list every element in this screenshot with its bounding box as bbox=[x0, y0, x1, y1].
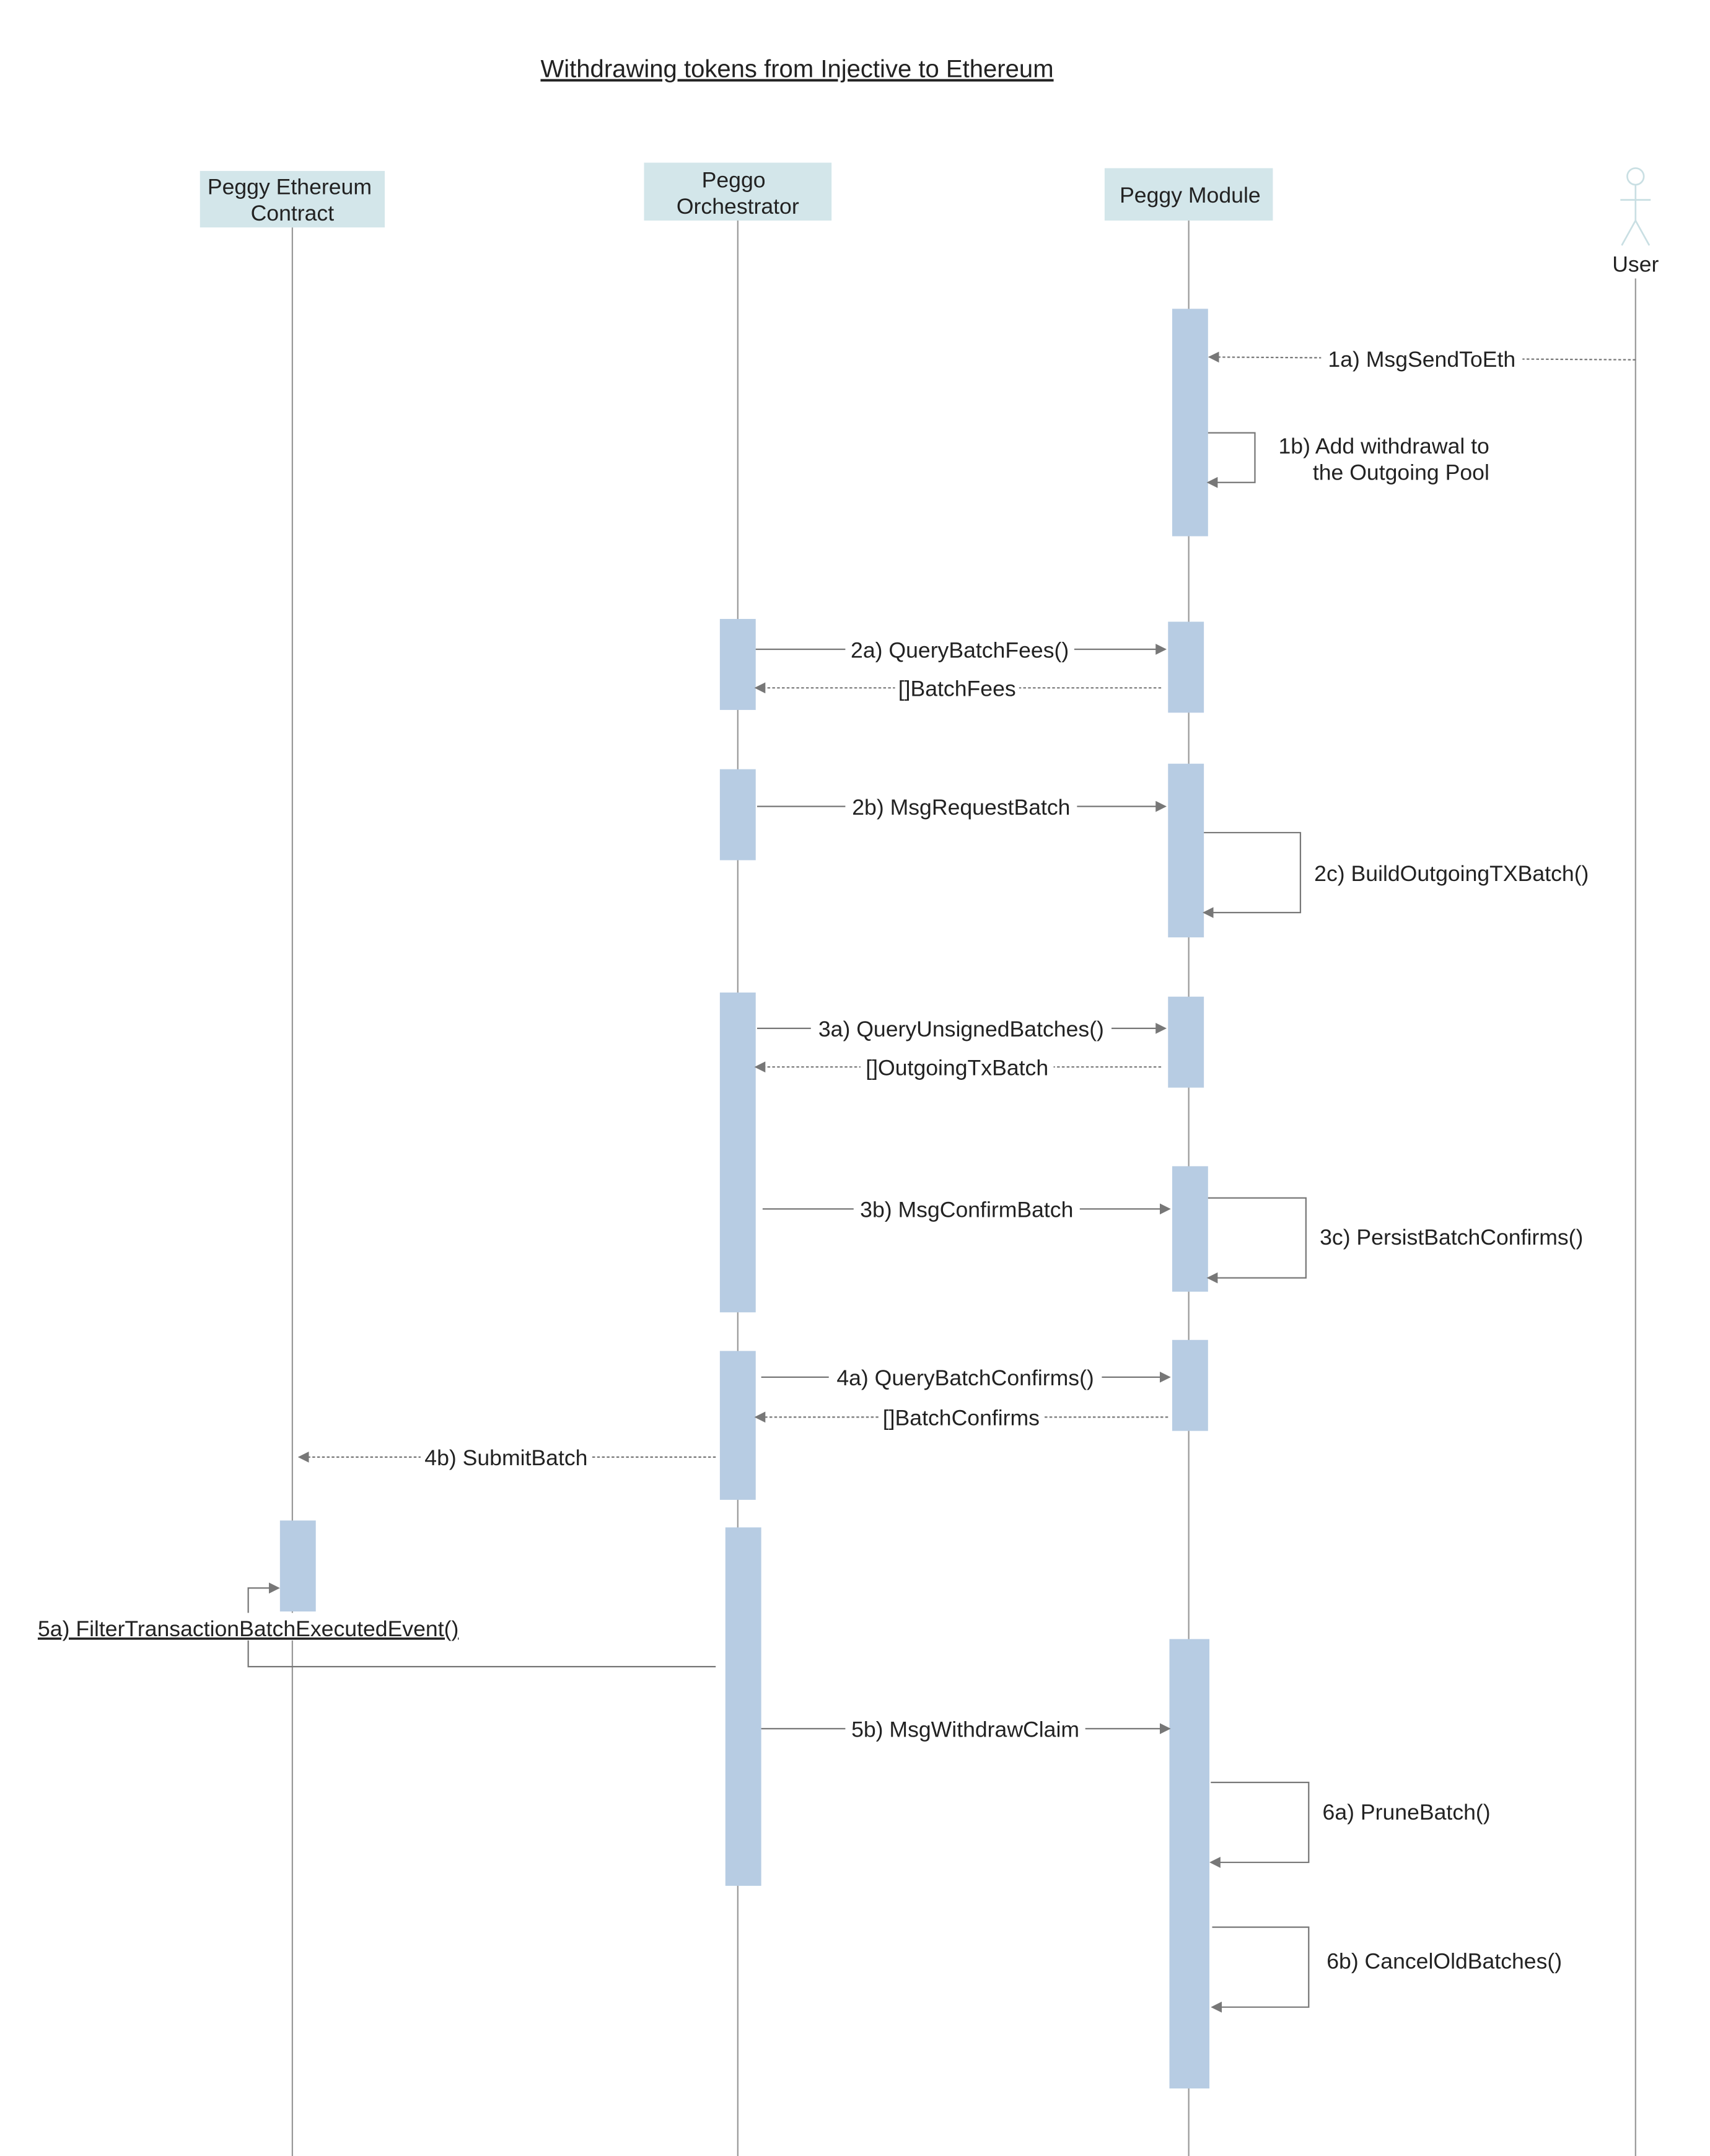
activation-bar bbox=[719, 993, 756, 1313]
message-3a: 3a) QueryUnsignedBatches() bbox=[756, 1014, 1167, 1043]
svg-text:3b) MsgConfirmBatch: 3b) MsgConfirmBatch bbox=[860, 1198, 1073, 1222]
user-actor-icon bbox=[1620, 167, 1651, 246]
participant-label: User bbox=[1612, 252, 1659, 276]
message-1a: 1a) MsgSendToEth bbox=[1208, 344, 1636, 372]
message-4a: 4a) QueryBatchConfirms() bbox=[761, 1363, 1171, 1391]
participant-orchestrator: Peggo Orchestrator bbox=[644, 162, 832, 221]
svg-text:the Outgoing Pool: the Outgoing Pool bbox=[1313, 460, 1489, 484]
activation-bar bbox=[1168, 996, 1204, 1088]
svg-text:[]BatchFees: []BatchFees bbox=[898, 677, 1016, 701]
activation-bar bbox=[719, 769, 756, 861]
activation-bar bbox=[719, 1351, 756, 1500]
message-6a: 6a) PruneBatch() bbox=[1209, 1781, 1491, 1868]
activation-bar bbox=[1172, 1339, 1208, 1431]
svg-text:5a) FilterTransactionBatchExec: 5a) FilterTransactionBatchExecutedEvent(… bbox=[38, 1616, 458, 1641]
message-1b: 1b) Add withdrawal to the Outgoing Pool bbox=[1206, 432, 1489, 488]
participant-label: Orchestrator bbox=[677, 194, 799, 219]
activation-bar bbox=[1172, 309, 1208, 537]
reply-4a: []BatchConfirms bbox=[754, 1403, 1168, 1431]
message-3c: 3c) PersistBatchConfirms() bbox=[1206, 1197, 1583, 1284]
participant-label: Contract bbox=[251, 201, 335, 226]
message-6b: 6b) CancelOldBatches() bbox=[1211, 1926, 1562, 2013]
svg-text:3a) QueryUnsignedBatches(): 3a) QueryUnsignedBatches() bbox=[818, 1017, 1104, 1041]
participant-user: User bbox=[1612, 167, 1659, 276]
participant-label: Peggo bbox=[702, 168, 766, 193]
reply-2a: []BatchFees bbox=[754, 674, 1162, 702]
svg-text:2b) MsgRequestBatch: 2b) MsgRequestBatch bbox=[852, 795, 1070, 820]
message-2a: 2a) QueryBatchFees() bbox=[755, 635, 1167, 664]
participant-module: Peggy Module bbox=[1104, 168, 1273, 221]
svg-text:1a) MsgSendToEth: 1a) MsgSendToEth bbox=[1328, 347, 1515, 372]
activation-bar bbox=[1172, 1166, 1208, 1292]
reply-3a: []OutgoingTxBatch bbox=[754, 1053, 1162, 1081]
message-5b: 5b) MsgWithdrawClaim bbox=[761, 1714, 1171, 1743]
svg-text:2c) BuildOutgoingTXBatch(): 2c) BuildOutgoingTXBatch() bbox=[1314, 861, 1589, 886]
diagram-title: Withdrawing tokens from Injective to Eth… bbox=[540, 56, 1053, 83]
message-4b: 4b) SubmitBatch bbox=[297, 1443, 716, 1471]
svg-text:[]BatchConfirms: []BatchConfirms bbox=[883, 1406, 1040, 1431]
message-2c: 2c) BuildOutgoingTXBatch() bbox=[1202, 831, 1589, 918]
activation-bar bbox=[1169, 1639, 1210, 2088]
svg-text:6a) PruneBatch(): 6a) PruneBatch() bbox=[1323, 1800, 1491, 1825]
svg-text:4b) SubmitBatch: 4b) SubmitBatch bbox=[424, 1445, 587, 1470]
svg-text:1b) Add withdrawal to: 1b) Add withdrawal to bbox=[1278, 434, 1489, 458]
activation-bar bbox=[279, 1520, 316, 1612]
svg-text:6b) CancelOldBatches(): 6b) CancelOldBatches() bbox=[1326, 1948, 1562, 1973]
activation-bar bbox=[725, 1527, 761, 1886]
participant-label: Peggy Ethereum bbox=[208, 175, 372, 199]
svg-text:2a) QueryBatchFees(): 2a) QueryBatchFees() bbox=[851, 638, 1069, 662]
svg-text:[]OutgoingTxBatch: []OutgoingTxBatch bbox=[866, 1056, 1048, 1080]
message-3b: 3b) MsgConfirmBatch bbox=[762, 1195, 1171, 1223]
activation-bar bbox=[1168, 763, 1204, 938]
participant-label: Peggy Module bbox=[1120, 183, 1261, 208]
svg-text:4a) QueryBatchConfirms(): 4a) QueryBatchConfirms() bbox=[836, 1365, 1094, 1390]
message-2b: 2b) MsgRequestBatch bbox=[756, 792, 1167, 820]
message-5a: 5a) FilterTransactionBatchExecutedEvent(… bbox=[27, 1582, 716, 1668]
activation-bar bbox=[719, 619, 756, 710]
activation-bar bbox=[1168, 621, 1204, 713]
svg-text:3c) PersistBatchConfirms(): 3c) PersistBatchConfirms() bbox=[1320, 1225, 1583, 1250]
svg-text:5b) MsgWithdrawClaim: 5b) MsgWithdrawClaim bbox=[851, 1717, 1079, 1742]
activations bbox=[279, 309, 1210, 2088]
participant-eth-contract: Peggy Ethereum Contract bbox=[200, 170, 385, 228]
